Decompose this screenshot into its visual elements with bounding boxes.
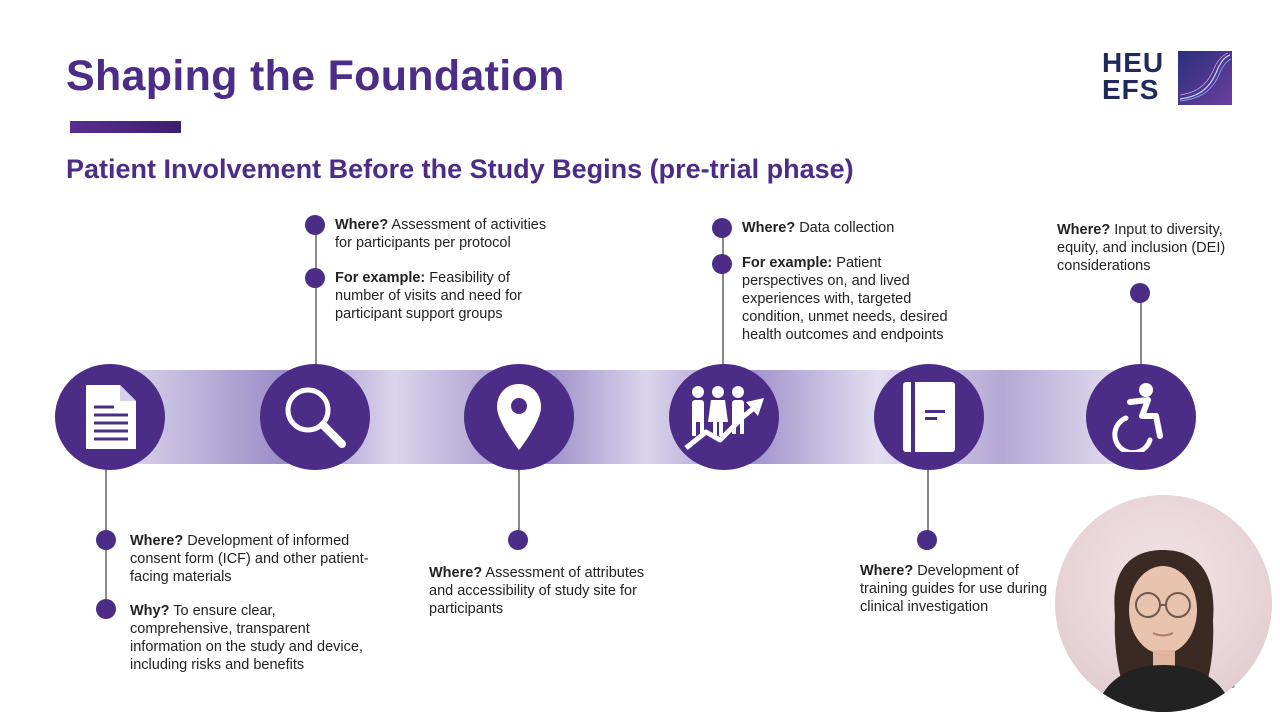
where-label: Where? xyxy=(1057,222,1111,238)
where-text: Development of informed consent form (IC… xyxy=(130,533,369,585)
example-text: Feasibility of number of visits and need… xyxy=(335,270,522,322)
accessibility-icon xyxy=(1112,383,1163,452)
bullet-dot xyxy=(1130,283,1150,303)
why-text: To ensure clear, comprehensive, transpar… xyxy=(130,603,363,673)
connector-line-5 xyxy=(927,468,929,540)
bullet-dot xyxy=(712,254,732,274)
step-node-5 xyxy=(874,364,984,470)
document-icon xyxy=(86,385,136,449)
logo-text: HEU EFS xyxy=(1102,47,1165,105)
bullet-dot xyxy=(96,599,116,619)
logo-line2: EFS xyxy=(1102,74,1160,105)
bullet-dot xyxy=(917,530,937,550)
step-3-where: Where? Assessment of attributes and acce… xyxy=(429,564,664,618)
slide-title: Shaping the Foundation xyxy=(66,52,565,100)
book-icon xyxy=(903,382,955,452)
step-2-example: For example: Feasibility of number of vi… xyxy=(335,269,540,323)
title-underline xyxy=(70,121,181,133)
example-text: Patient perspectives on, and lived exper… xyxy=(742,255,948,343)
where-label: Where? xyxy=(429,565,483,581)
step-4-example: For example: Patient perspectives on, an… xyxy=(742,254,957,344)
where-text: Assessment of attributes and accessibili… xyxy=(429,565,645,617)
step-1-where: Where? Development of informed consent f… xyxy=(130,532,370,586)
connector-line-3 xyxy=(518,468,520,540)
step-node-4 xyxy=(669,364,779,470)
step-1-why: Why? To ensure clear, comprehensive, tra… xyxy=(130,602,370,674)
where-label: Where? xyxy=(335,217,389,233)
timeline-band xyxy=(100,370,1150,464)
slide-subtitle: Patient Involvement Before the Study Beg… xyxy=(66,154,854,184)
connector-line-2 xyxy=(315,225,317,365)
step-4-where: Where? Data collection xyxy=(742,219,962,237)
presenter-avatar xyxy=(1095,550,1233,712)
connector-line-4 xyxy=(722,228,724,365)
step-5-where: Where? Development of training guides fo… xyxy=(860,562,1070,616)
step-6-where: Where? Input to diversity, equity, and i… xyxy=(1057,221,1237,275)
step-node-6 xyxy=(1086,364,1196,470)
example-label: For example: xyxy=(742,255,833,271)
where-label: Where? xyxy=(742,220,796,236)
where-text: Input to diversity, equity, and inclusio… xyxy=(1057,222,1226,274)
step-node-1 xyxy=(55,364,165,470)
where-text: Development of training guides for use d… xyxy=(860,563,1048,615)
example-label: For example: xyxy=(335,270,426,286)
logo-line1: HEU xyxy=(1102,47,1165,78)
where-text: Data collection xyxy=(795,220,895,236)
bullet-dot xyxy=(305,215,325,235)
people-growth-icon xyxy=(684,386,764,450)
location-pin-icon xyxy=(497,384,541,450)
bullet-dot xyxy=(305,268,325,288)
where-text: Assessment of activities for participant… xyxy=(335,217,547,251)
heu-efs-logo: HEU EFS xyxy=(1102,49,1232,105)
logo-wave-graphic xyxy=(1178,51,1232,105)
bullet-dot xyxy=(96,530,116,550)
bullet-dot xyxy=(712,218,732,238)
step-node-3 xyxy=(464,364,574,470)
where-label: Where? xyxy=(130,533,184,549)
where-label: Where? xyxy=(860,563,914,579)
presenter-webcam xyxy=(1055,495,1272,712)
connector-line-6 xyxy=(1140,293,1142,365)
step-node-2 xyxy=(260,364,370,470)
bullet-dot xyxy=(508,530,528,550)
why-label: Why? xyxy=(130,603,170,619)
magnifier-icon xyxy=(285,387,346,448)
step-2-where: Where? Assessment of activities for part… xyxy=(335,216,565,252)
